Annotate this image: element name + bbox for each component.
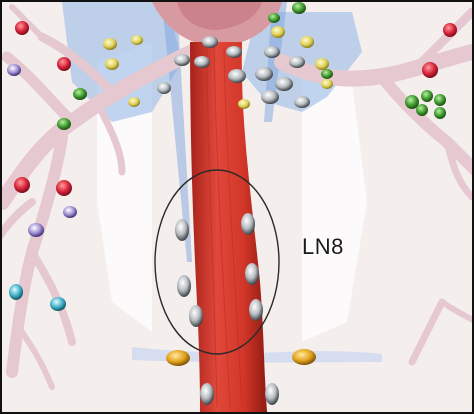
esophagus: [190, 42, 267, 412]
lymph-node: [261, 90, 279, 104]
green-lymph-nodes: [57, 2, 446, 130]
lymph-node: [264, 46, 280, 58]
lymph-node: [166, 350, 190, 366]
lymph-node-ln8: [175, 219, 189, 241]
lymph-node: [202, 36, 218, 48]
red-lymph-nodes: [14, 21, 457, 196]
lymph-node: [105, 58, 119, 70]
lymph-node-ln8: [177, 275, 191, 297]
lymph-node: [103, 38, 117, 50]
lymph-node: [174, 54, 190, 66]
lymph-node: [416, 104, 428, 116]
lymph-node: [200, 383, 214, 405]
lymph-node: [300, 36, 314, 48]
lymph-node: [405, 95, 419, 109]
ln8-label: LN8: [302, 234, 344, 259]
lymph-node: [275, 77, 293, 91]
lymph-node-ln8: [245, 263, 259, 285]
ln8-region-outline: [154, 169, 280, 355]
lymph-node: [73, 88, 87, 100]
lymph-node: [255, 67, 273, 81]
lymph-node: [294, 96, 310, 108]
lymph-node: [292, 349, 316, 365]
purple-lymph-nodes: [7, 64, 77, 237]
right-lung-shadow: [302, 72, 367, 342]
lymph-node: [434, 94, 446, 106]
gray-lymph-nodes: [157, 36, 310, 405]
lymph-node: [422, 62, 438, 78]
orange-lymph-nodes: [166, 349, 316, 366]
yellow-lymph-nodes: [103, 26, 333, 109]
left-bronchial-tree: [2, 4, 200, 390]
lymph-node-ln8: [189, 305, 203, 327]
cyan-lymph-nodes: [9, 284, 66, 311]
lymph-node: [226, 46, 242, 58]
lymph-node: [7, 64, 21, 76]
lymph-node: [265, 383, 279, 405]
lymph-node: [292, 2, 306, 14]
lymph-node: [9, 284, 23, 300]
esophagus-striations: [206, 46, 243, 408]
lymph-node: [271, 26, 285, 38]
lymph-node: [228, 69, 246, 83]
lymph-node: [50, 297, 66, 311]
lymph-node: [289, 56, 305, 68]
lymph-node: [15, 21, 29, 35]
lymph-node-ln8: [241, 213, 255, 235]
lymph-node: [443, 23, 457, 37]
lymph-node: [57, 118, 71, 130]
lymph-node: [238, 99, 250, 109]
lymph-node: [14, 177, 30, 193]
trachea: [177, 2, 262, 30]
lymph-node: [194, 56, 210, 68]
lymph-node-ln8: [249, 299, 263, 321]
lymph-node: [421, 90, 433, 102]
lymph-node: [128, 97, 140, 107]
lymph-node: [321, 79, 333, 89]
lymph-node: [315, 58, 329, 70]
lymph-node: [321, 69, 333, 79]
left-pleura: [62, 2, 182, 122]
lymph-node: [157, 82, 171, 94]
lymph-node: [63, 206, 77, 218]
lymph-node: [28, 223, 44, 237]
lymph-node: [56, 180, 72, 196]
lymph-node: [57, 57, 71, 71]
lymph-node: [434, 107, 446, 119]
lymph-node: [268, 13, 280, 23]
lymph-node: [131, 35, 143, 45]
